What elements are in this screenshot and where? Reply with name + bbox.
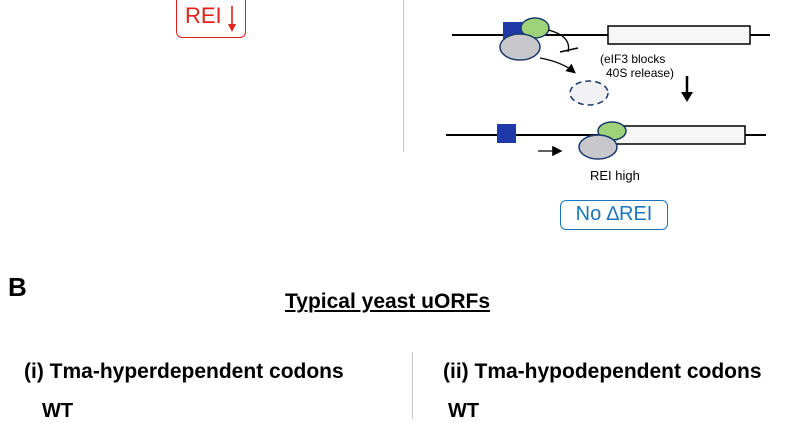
rei-high-label: REI high: [590, 168, 640, 183]
left-heading: (i) Tma-hyperdependent codons: [24, 360, 344, 383]
red-down-arrowhead: [228, 24, 236, 32]
panel-a-divider: [403, 0, 404, 152]
right-heading: (ii) Tma-hypodependent codons: [443, 360, 762, 383]
release-arrow: [539, 57, 576, 74]
right-wt-label: WT: [448, 400, 480, 422]
uorf-square-bottom: [497, 124, 516, 143]
panel-b-title: Typical yeast uORFs: [285, 290, 491, 313]
main-orf-top: [607, 25, 751, 45]
release-path: [547, 29, 570, 53]
down-arrowhead: [681, 92, 693, 102]
eif3-note-line2: 40S release): [606, 66, 675, 80]
panel-b-label: B: [8, 272, 27, 302]
panel-b-divider: [412, 352, 413, 419]
rei-decrease-badge: REI: [176, 0, 246, 38]
ribosome-40s-top: [499, 33, 541, 61]
block-bar: [559, 47, 579, 53]
eif3-note-line1: (eIF3 blocks: [600, 52, 666, 66]
ribosome-40s-bottom: [578, 134, 618, 160]
left-wt-label: WT: [42, 400, 74, 422]
no-delta-rei-badge: No ∆REI: [560, 200, 668, 230]
released-40s-dashed: [569, 80, 609, 106]
